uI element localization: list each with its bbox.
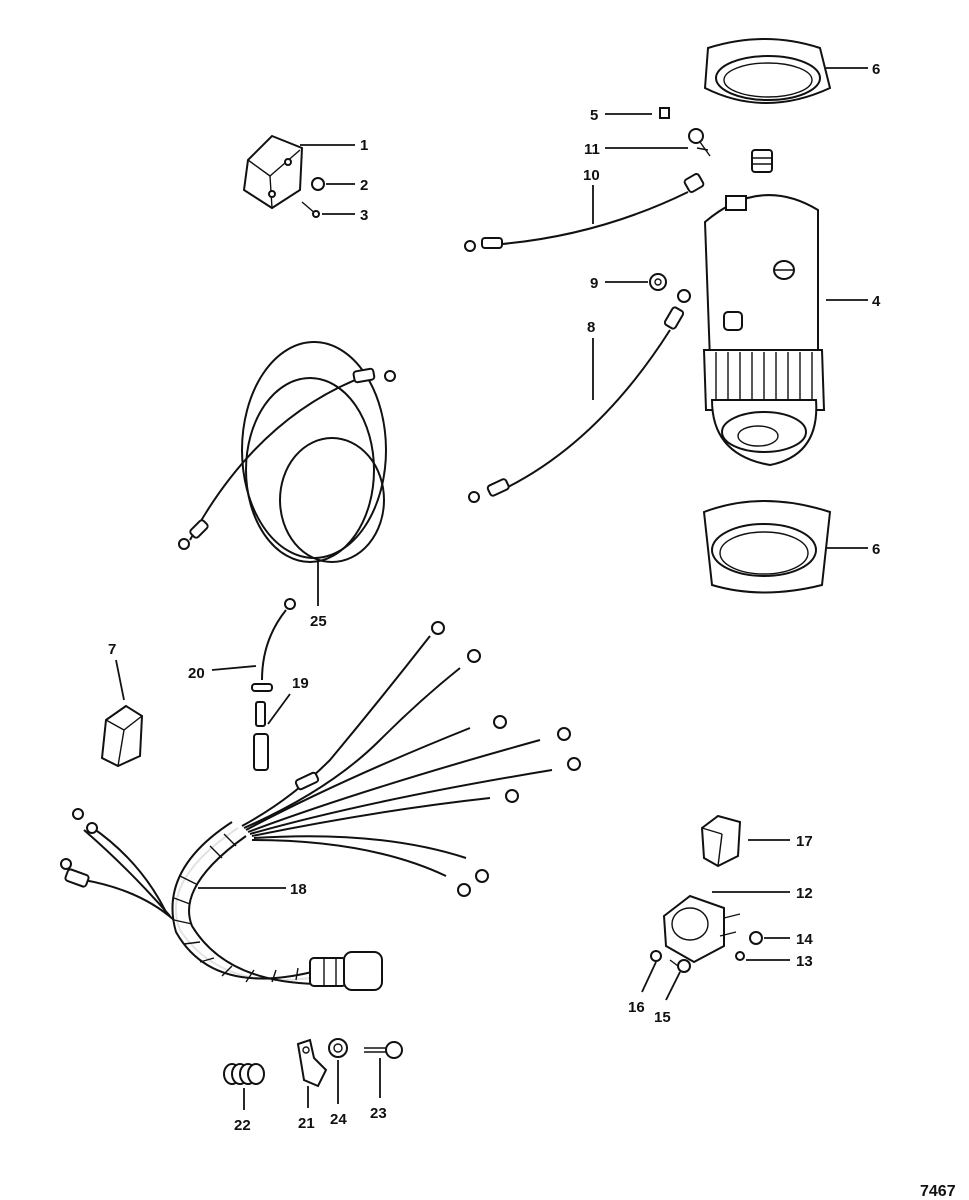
end-cap-top — [703, 38, 832, 104]
end-cap-bottom — [702, 500, 832, 594]
callout-23: 23 — [370, 1105, 387, 1122]
callout-4: 4 — [872, 293, 881, 310]
callout-25: 25 — [310, 613, 327, 630]
callout-22: 22 — [234, 1117, 251, 1134]
callout-6-bottom: 6 — [872, 541, 880, 558]
callout-13: 13 — [796, 953, 813, 970]
clamp-part-21 — [296, 1038, 328, 1088]
battery-cable-long — [468, 289, 691, 503]
terminal-screw — [688, 128, 711, 157]
starter-motor — [702, 149, 826, 467]
callout-18: 18 — [290, 881, 307, 898]
callout-24: 24 — [330, 1111, 347, 1128]
callout-5: 5 — [590, 107, 598, 124]
callout-10: 10 — [583, 167, 600, 184]
callout-16: 16 — [628, 999, 645, 1016]
washer-part-24 — [328, 1038, 348, 1058]
callout-1: 1 — [360, 137, 368, 154]
figure-number: 7467 — [920, 1183, 956, 1200]
callout-17: 17 — [796, 833, 813, 850]
callout-11: 11 — [584, 141, 600, 158]
callout-14: 14 — [796, 931, 813, 948]
nut-part-2 — [311, 177, 325, 191]
callout-6-top: 6 — [872, 61, 880, 78]
callout-3: 3 — [360, 207, 368, 224]
callout-8: 8 — [587, 319, 595, 336]
battery-cable-short — [464, 173, 705, 252]
callout-19: 19 — [292, 675, 309, 692]
screw-part-23 — [364, 1041, 403, 1059]
callout-20: 20 — [188, 665, 205, 682]
callout-15: 15 — [654, 1009, 671, 1026]
screw-part-3 — [301, 201, 320, 218]
grommet-part-22 — [223, 1063, 265, 1085]
relay-part-1 — [242, 134, 304, 210]
fuse-part-19 — [253, 701, 269, 771]
screw-part-15 — [669, 959, 691, 973]
callout-9: 9 — [590, 275, 598, 292]
washer-part-16 — [650, 950, 662, 962]
callout-21: 21 — [298, 1115, 315, 1132]
wiring-harness — [60, 621, 581, 991]
washer-part-13 — [735, 951, 745, 961]
callout-2: 2 — [360, 177, 368, 194]
nut-part-14 — [749, 931, 763, 945]
nut-part-9 — [649, 273, 667, 291]
lead-wire-part-20 — [251, 598, 296, 692]
callout-12: 12 — [796, 885, 813, 902]
coiled-cable — [178, 341, 396, 563]
bracket-part-17 — [700, 814, 742, 868]
connector-part-7 — [100, 704, 144, 768]
callout-7: 7 — [108, 641, 116, 658]
solenoid-part-12 — [662, 894, 741, 964]
clip-part — [659, 107, 670, 119]
